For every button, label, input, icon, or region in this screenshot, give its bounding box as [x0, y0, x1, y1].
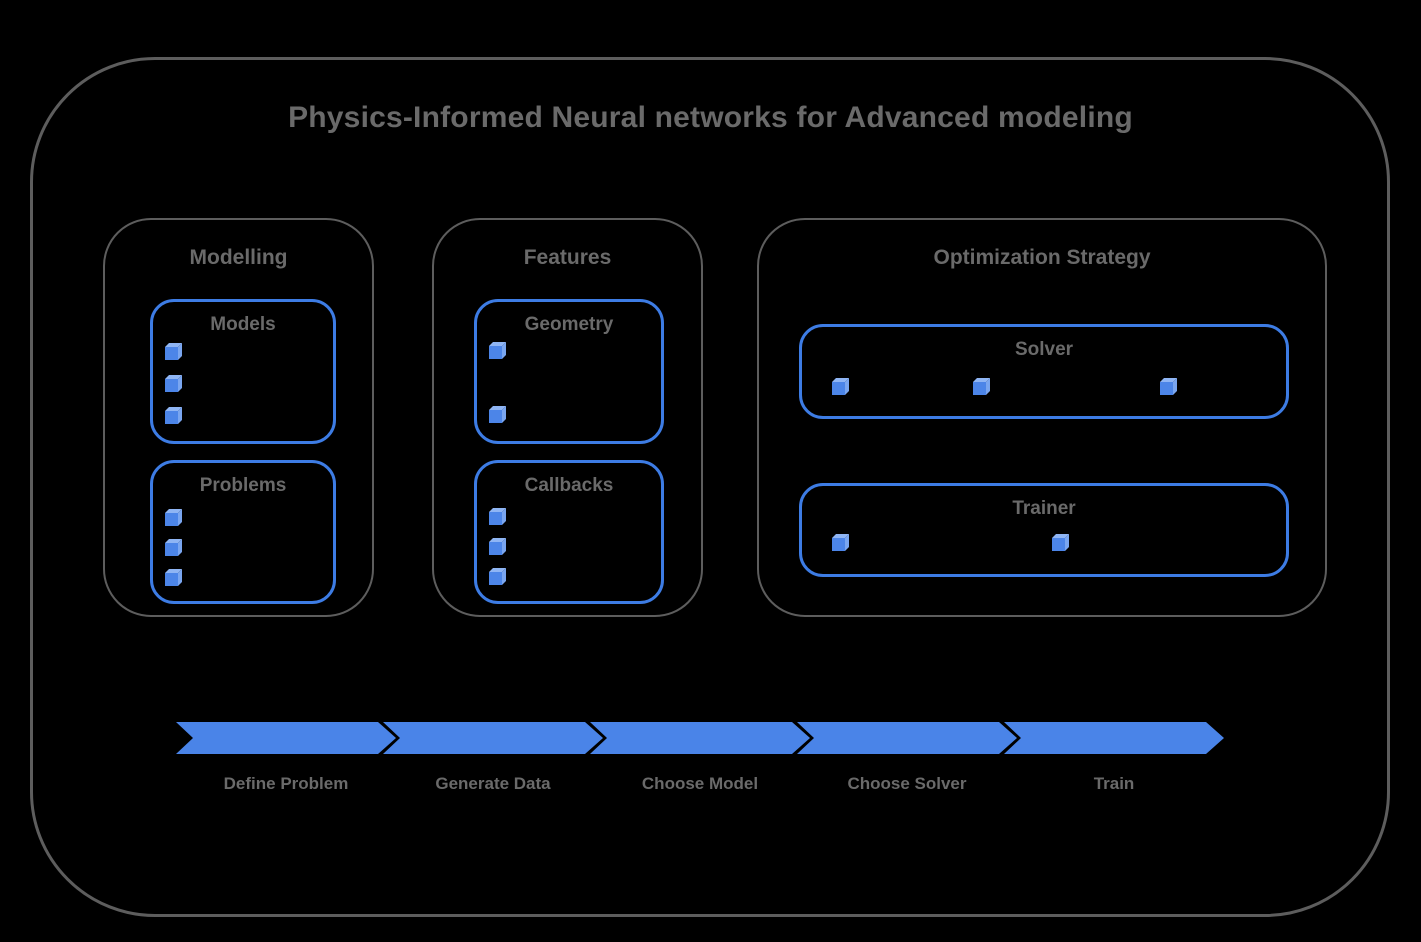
- pipeline-step: Choose Model: [590, 722, 810, 817]
- cube-bullet-icon: [832, 382, 845, 395]
- pipeline-step: Train: [1004, 722, 1224, 817]
- pipeline-step: Generate Data: [383, 722, 603, 817]
- group-callbacks: Callbacks: [474, 460, 664, 604]
- group-geometry: Geometry: [474, 299, 664, 444]
- cube-bullet-icon: [489, 410, 502, 423]
- cube-bullet-icon: [165, 513, 178, 526]
- group-trainer: Trainer: [799, 483, 1289, 577]
- section-title: Optimization Strategy: [933, 246, 1151, 269]
- pipeline-step-label: Define Problem: [223, 774, 349, 793]
- cube-bullet-icon: [1160, 382, 1173, 395]
- cube-bullet-icon: [832, 538, 845, 551]
- bullet-list: [153, 463, 333, 601]
- chevron-arrow-icon: [590, 722, 810, 754]
- pipeline-step-label: Choose Solver: [847, 774, 967, 793]
- bullet-list: [477, 463, 661, 601]
- pipeline-step: Choose Solver: [797, 722, 1017, 817]
- cube-bullet-icon: [489, 542, 502, 555]
- group-models: Models: [150, 299, 336, 444]
- bullet-list: [153, 302, 333, 441]
- group-title: Problems: [199, 475, 287, 496]
- group-title: Callbacks: [524, 475, 614, 496]
- cube-bullet-icon: [489, 512, 502, 525]
- chevron-arrow-icon: [383, 722, 603, 754]
- group-problems: Problems: [150, 460, 336, 604]
- cube-bullet-icon: [165, 347, 178, 360]
- cube-bullet-icon: [489, 346, 502, 359]
- pipeline-step: Define Problem: [176, 722, 396, 817]
- group-title: Trainer: [1012, 498, 1076, 519]
- pipeline: Define Problem Generate Data Choose Model C…: [176, 722, 1236, 817]
- group-title: Solver: [1014, 339, 1074, 360]
- chevron-arrow-icon: [1004, 722, 1224, 754]
- cube-bullet-icon: [165, 411, 178, 424]
- pipeline-step-label: Choose Model: [641, 774, 759, 793]
- cube-bullet-icon: [165, 543, 178, 556]
- section-features: Features Geometry Callbacks: [432, 218, 703, 617]
- cube-bullet-icon: [165, 573, 178, 586]
- group-title: Geometry: [524, 314, 614, 335]
- pipeline-step-label: Generate Data: [435, 774, 551, 793]
- section-modelling: Modelling Models Problems: [103, 218, 374, 617]
- cube-bullet-icon: [165, 379, 178, 392]
- group-solver: Solver: [799, 324, 1289, 419]
- bullet-list: [802, 327, 1286, 416]
- section-optimization-strategy: Optimization Strategy Solver Trainer: [757, 218, 1327, 617]
- chevron-arrow-icon: [797, 722, 1017, 754]
- cube-bullet-icon: [973, 382, 986, 395]
- chevron-arrow-icon: [176, 722, 396, 754]
- section-title: Features: [523, 246, 612, 269]
- group-title: Models: [210, 314, 276, 335]
- cube-bullet-icon: [1052, 538, 1065, 551]
- diagram-outer-frame: [30, 57, 1390, 917]
- section-title: Modelling: [189, 246, 288, 269]
- bullet-list: [802, 486, 1286, 574]
- bullet-list: [477, 302, 661, 441]
- pipeline-step-label: Train: [1093, 774, 1135, 793]
- cube-bullet-icon: [489, 572, 502, 585]
- diagram-title: Physics-Informed Neural networks for Adv…: [288, 101, 1133, 134]
